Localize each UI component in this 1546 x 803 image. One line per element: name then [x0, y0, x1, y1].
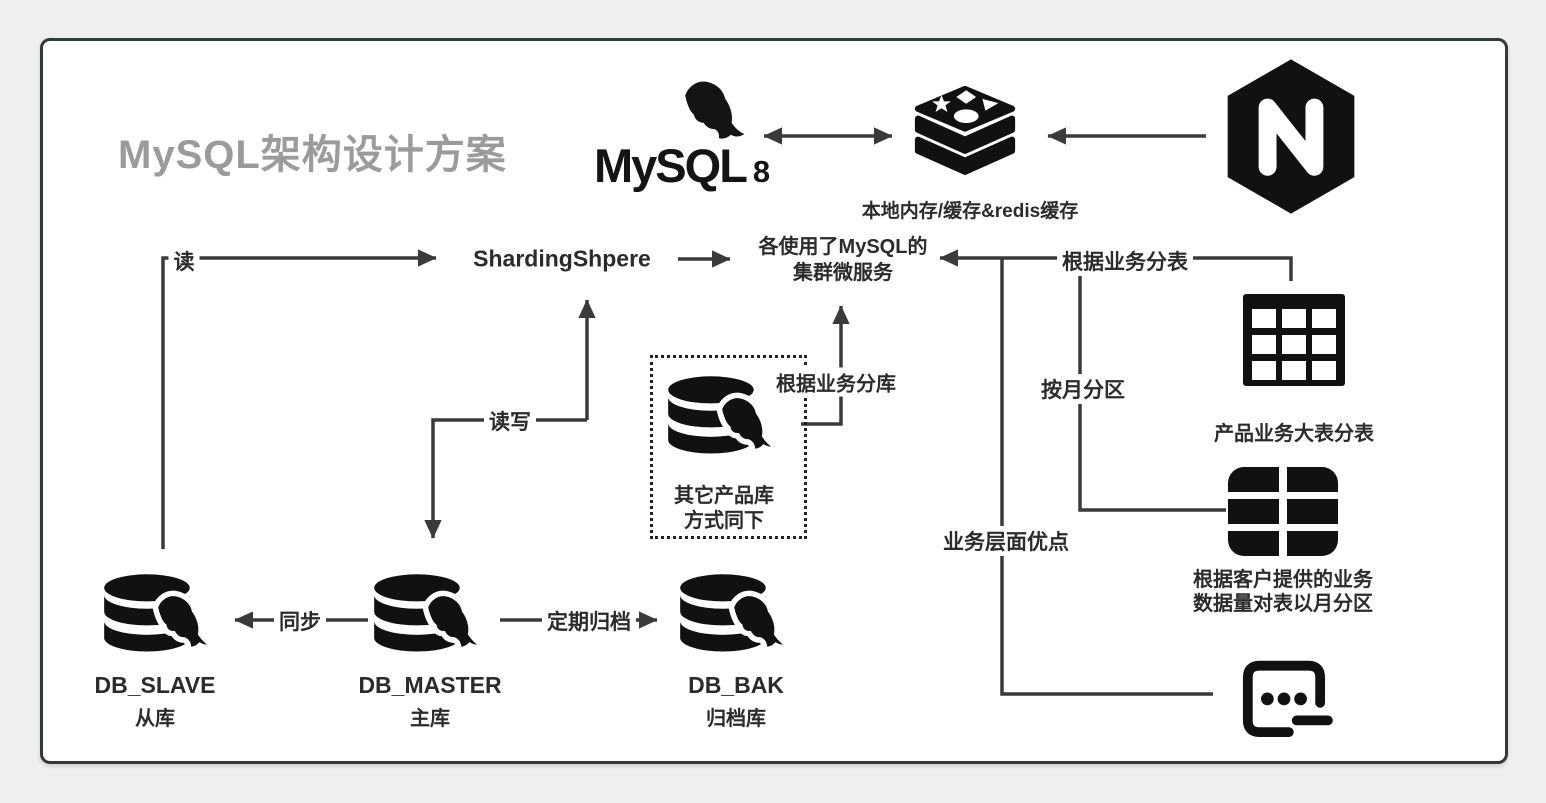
edge-monthly-partition: [1078, 259, 1226, 512]
diagram-title: MySQL架构设计方案: [118, 133, 507, 177]
chat-bubble-icon: [1242, 660, 1333, 738]
mysql-database-icon-master: [370, 573, 490, 657]
db-slave-caption: DB_SLAVE 从库: [95, 672, 216, 731]
mysql-wordmark-text: MySQL: [594, 139, 748, 192]
partition-caption: 根据客户提供的业务 数据量对表以月分区: [1193, 568, 1373, 616]
mysql-version: 8: [752, 154, 771, 189]
edge-label-monthly-partition: 按月分区: [1036, 374, 1130, 404]
cache-label: 本地内存/缓存&redis缓存: [861, 201, 1079, 222]
edge-benefit-chat: [1000, 259, 1213, 696]
mysql-database-icon-slave: [100, 573, 220, 657]
mysql-database-icon-other: [664, 375, 784, 459]
redis-cache-icon: [914, 85, 1016, 175]
edge-label-read: 读: [168, 246, 200, 276]
mysql-dolphin-icon: [685, 81, 745, 139]
db-slave-cn: 从库: [135, 708, 175, 730]
node-shardingsphere: ShardingShpere: [473, 245, 651, 272]
sharded-table-icon: [1243, 294, 1345, 386]
edge-label-split-table: 根据业务分表: [1057, 246, 1193, 276]
edge-label-split-db: 根据业务分库: [771, 367, 901, 397]
mysql-wordmark: MySQL 8: [594, 138, 770, 193]
partition-caption-line2: 数据量对表以月分区: [1193, 593, 1373, 615]
other-db-dashed-box: [650, 355, 807, 539]
db-master-cn: 主库: [410, 708, 450, 730]
db-master-name: DB_MASTER: [358, 672, 502, 698]
big-table-caption: 产品业务大表分表: [1214, 423, 1374, 445]
edge-otherdb-microservices: [801, 305, 850, 426]
db-slave-name: DB_SLAVE: [94, 672, 216, 698]
edge-label-read-write: 读写: [484, 406, 536, 436]
edge-readwrite-down: [424, 418, 587, 539]
edge-label-business-benefit: 业务层面优点: [938, 526, 1074, 556]
node-microservices-line2: 集群微服务: [793, 262, 893, 284]
node-microservices-line1: 各使用了MySQL的: [758, 236, 928, 258]
partitioned-table-icon: [1228, 467, 1338, 556]
edge-slave-read-sharding: [161, 249, 437, 549]
nginx-icon: [1227, 59, 1355, 214]
db-master-caption: DB_MASTER 主库: [358, 672, 501, 731]
db-bak-cn: 归档库: [706, 708, 766, 730]
edge-label-sync: 同步: [274, 606, 326, 636]
node-microservices: 各使用了MySQL的 集群微服务: [759, 234, 928, 286]
db-bak-name: DB_BAK: [688, 672, 784, 698]
edge-label-archive: 定期归档: [542, 606, 636, 636]
db-bak-caption: DB_BAK 归档库: [688, 672, 784, 731]
other-db-line2: 方式同下: [684, 510, 764, 532]
other-db-line1: 其它产品库: [674, 485, 774, 507]
partition-caption-line1: 根据客户提供的业务: [1193, 569, 1373, 591]
other-db-caption: 其它产品库 方式同下: [674, 484, 774, 534]
mysql-database-icon-bak: [676, 573, 796, 657]
